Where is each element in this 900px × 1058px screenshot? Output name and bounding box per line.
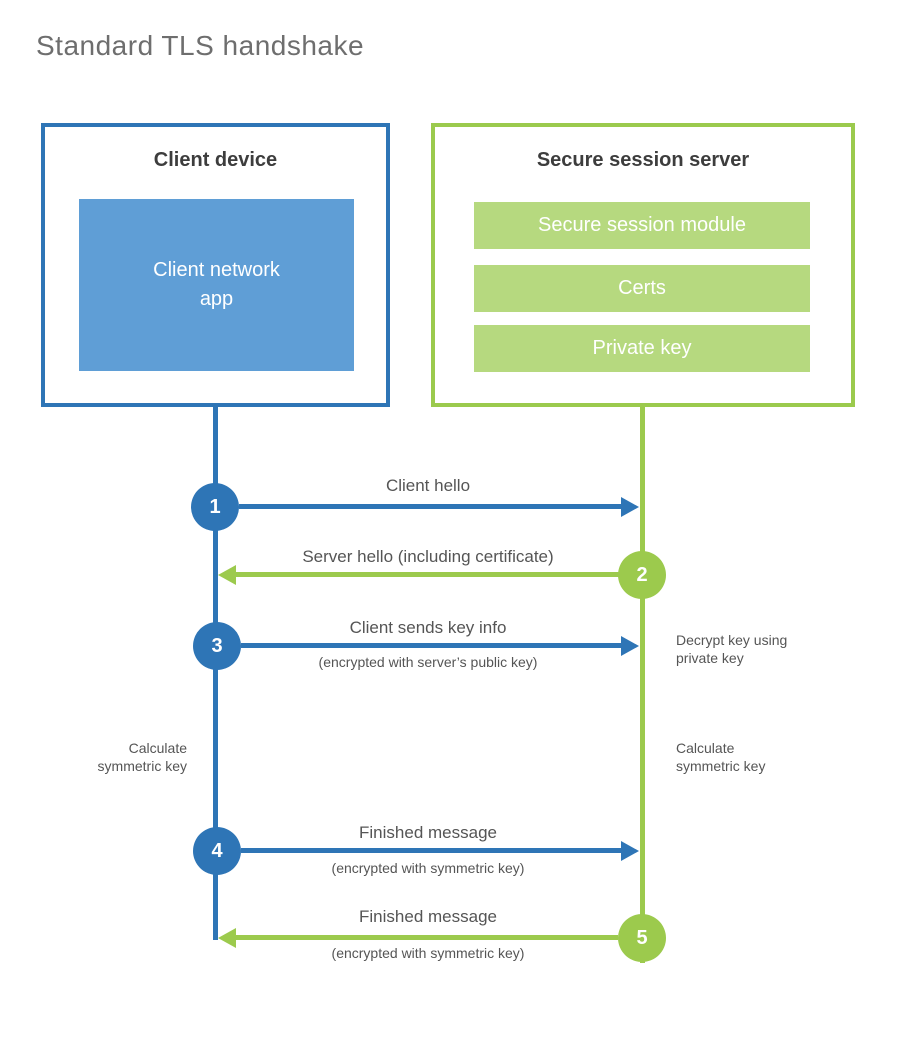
message-4-arrow-line bbox=[241, 848, 621, 853]
message-4-sublabel: (encrypted with symmetric key) bbox=[331, 860, 525, 876]
client-app-label-line2: app bbox=[199, 288, 234, 310]
message-5-arrow-line bbox=[235, 935, 618, 940]
step-circle-3: 3 bbox=[193, 622, 241, 670]
message-4-label: Finished message bbox=[359, 823, 497, 842]
message-4-arrowhead-icon bbox=[621, 841, 639, 861]
note-calculate-symmetric-key-server: Calculate symmetric key bbox=[676, 739, 826, 775]
message-1-label: Client hello bbox=[385, 476, 471, 495]
note-decrypt-line1: Decrypt key using bbox=[676, 632, 788, 648]
server-module-private-key: Private key bbox=[474, 325, 810, 372]
server-module-certs: Certs bbox=[474, 265, 810, 312]
client-app-label-line1: Client network bbox=[153, 259, 280, 281]
message-3-arrow-line bbox=[241, 643, 621, 648]
note-calc-right-line2: symmetric key bbox=[676, 758, 766, 775]
client-device-title: Client device bbox=[153, 149, 278, 171]
client-lifeline bbox=[213, 405, 218, 940]
message-1-arrowhead-icon bbox=[621, 497, 639, 517]
secure-session-server-box: Secure session server Secure session mod… bbox=[431, 123, 855, 407]
message-2-arrowhead-icon bbox=[218, 565, 236, 585]
server-module-secure-session-module: Secure session module bbox=[474, 202, 810, 249]
step-circle-5: 5 bbox=[618, 914, 666, 962]
note-decrypt-line2: private key bbox=[676, 650, 744, 667]
step-circle-1: 1 bbox=[191, 483, 239, 531]
message-3-sublabel: (encrypted with server’s public key) bbox=[318, 654, 538, 670]
server-lifeline bbox=[640, 405, 645, 963]
page-title: Standard TLS handshake bbox=[36, 30, 365, 61]
client-device-box: Client device Client network app bbox=[41, 123, 390, 407]
step-circle-2: 2 bbox=[618, 551, 666, 599]
note-calc-left-line1: Calculate bbox=[128, 740, 187, 756]
message-5-label: Finished message bbox=[359, 907, 497, 926]
message-1-arrow-line bbox=[239, 504, 621, 509]
message-5-arrowhead-icon bbox=[218, 928, 236, 948]
message-5-sublabel: (encrypted with symmetric key) bbox=[331, 945, 525, 961]
message-3-label: Client sends key info bbox=[349, 618, 507, 637]
note-calc-right-line1: Calculate bbox=[676, 740, 735, 756]
message-3-arrowhead-icon bbox=[621, 636, 639, 656]
message-2-label: Server hello (including certificate) bbox=[302, 547, 554, 566]
note-calc-left-line2: symmetric key bbox=[97, 758, 187, 775]
step-circle-4: 4 bbox=[193, 827, 241, 875]
note-calculate-symmetric-key-client: Calculate symmetric key bbox=[57, 739, 187, 775]
message-2-arrow-line bbox=[235, 572, 620, 577]
note-decrypt-key: Decrypt key using private key bbox=[676, 631, 826, 667]
server-title: Secure session server bbox=[536, 149, 750, 171]
client-network-app-box: Client network app bbox=[79, 199, 354, 371]
